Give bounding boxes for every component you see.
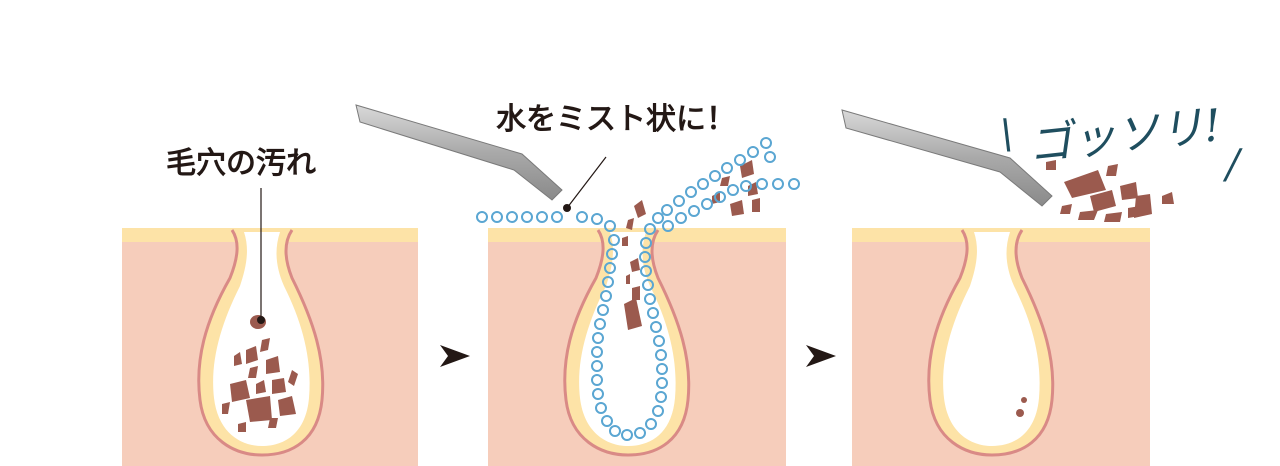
pore-dirt [622, 160, 760, 330]
panel-after: \ ゴッソリ! / [841, 100, 1243, 466]
label-pore-dirt: 毛穴の汚れ [166, 146, 316, 181]
panel-mist: 水をミスト状に！ [355, 102, 800, 466]
pore-dirt [222, 315, 298, 432]
pore-wall-line [927, 229, 1055, 457]
blade-icon [355, 104, 563, 201]
leader-dot [563, 204, 571, 212]
blade-icon [841, 109, 1053, 207]
arrow-right-icon [440, 345, 470, 367]
shout-slash-left: \ [1000, 112, 1013, 158]
panel-before: 毛穴の汚れ [122, 146, 418, 466]
pore-wall-line [563, 229, 691, 457]
label-shout: ゴッソリ! [1026, 100, 1224, 171]
pore-cavity [943, 232, 1040, 446]
leader-line [566, 156, 607, 209]
leader-dot [257, 316, 265, 324]
pore-dirt-remaining [1016, 397, 1027, 417]
label-mist: 水をミスト状に！ [496, 102, 736, 137]
ejected-dirt [1046, 160, 1174, 222]
pore-wall-line [197, 229, 325, 457]
arrow-right-icon [806, 345, 836, 367]
shout-slash-right: / [1222, 142, 1243, 188]
mist-bubbles [476, 137, 800, 441]
